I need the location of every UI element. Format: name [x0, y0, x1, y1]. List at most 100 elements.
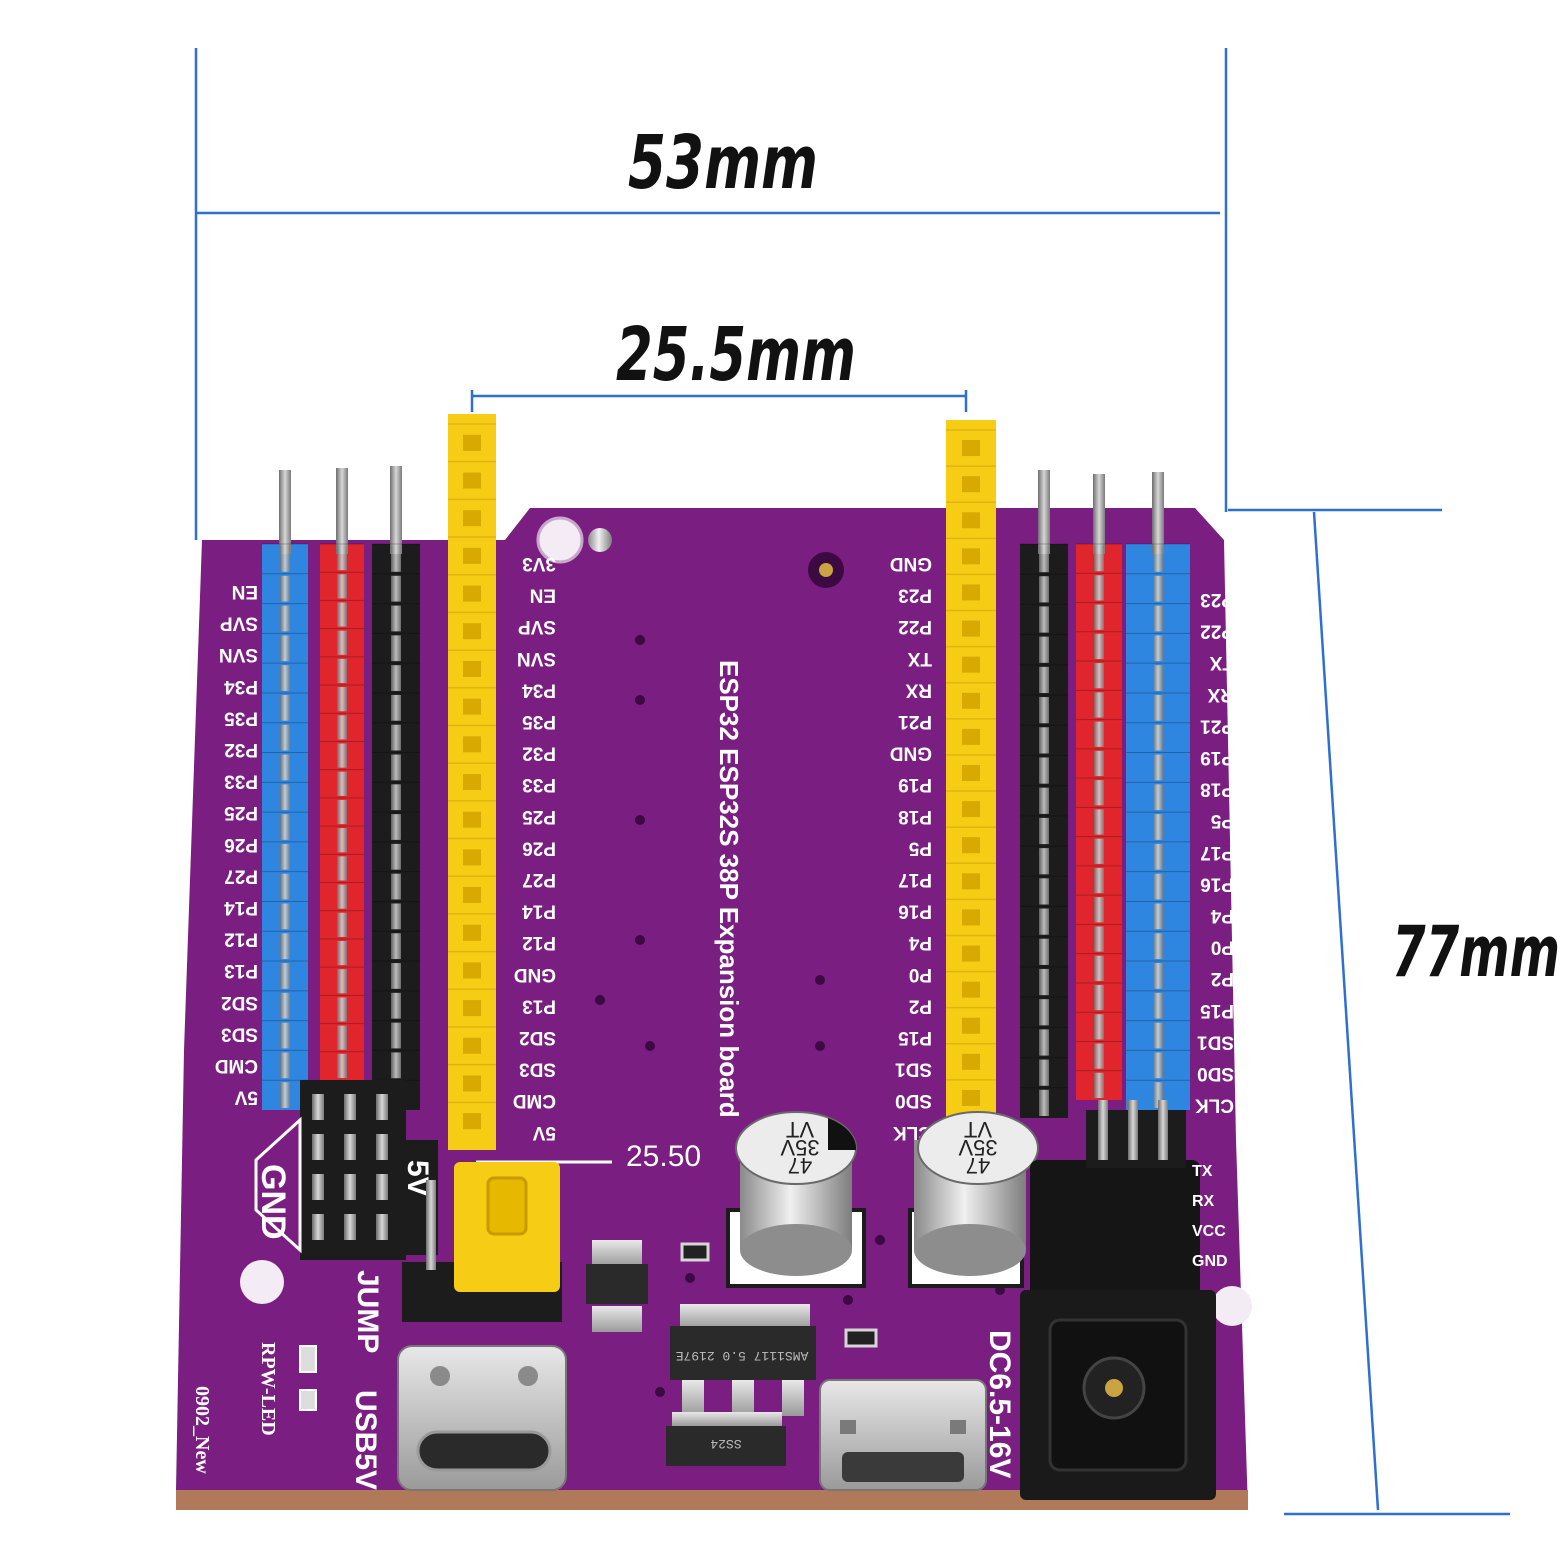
uart-label: GND	[1192, 1253, 1228, 1270]
header-pin	[1039, 697, 1049, 724]
jumper-block: JUMP	[351, 1162, 562, 1353]
pin-label: P34	[522, 679, 556, 700]
header-pin	[1153, 754, 1163, 781]
header-pin	[1094, 838, 1104, 864]
header-pin	[1039, 817, 1049, 845]
socket-hole	[463, 660, 481, 677]
pin-label: CLK	[1195, 1095, 1234, 1116]
header-pin	[1094, 984, 1104, 1011]
pin-label: P22	[1200, 621, 1234, 642]
pin-label: P5	[1210, 810, 1234, 831]
header-pin	[391, 575, 401, 602]
header-pin	[280, 933, 290, 960]
header-pin	[391, 546, 401, 572]
pin-label: P35	[224, 707, 258, 728]
cap-right-series: VT	[964, 1117, 992, 1142]
header-pin	[337, 546, 347, 571]
header-pin	[280, 814, 290, 840]
cap-left-series: VT	[786, 1117, 814, 1142]
header-pin	[1153, 843, 1163, 870]
header-pin	[280, 784, 290, 811]
header-pin	[391, 963, 401, 989]
header-pin	[1153, 1052, 1163, 1079]
header-pin	[1153, 605, 1163, 632]
pin-label: P18	[1200, 779, 1234, 800]
power-pin	[312, 1094, 324, 1120]
socket-hole	[463, 887, 481, 904]
socket-hole	[962, 584, 980, 601]
via	[635, 635, 645, 645]
socket-hole	[962, 765, 980, 781]
left-header-blue	[262, 470, 308, 1110]
pin-label: P21	[898, 711, 932, 732]
socket-hole	[962, 801, 980, 818]
voltage-regulator: AMS1117 5.0 2197E	[670, 1304, 816, 1416]
left-header-black	[372, 466, 420, 1110]
header-pin	[1094, 750, 1104, 777]
socket-hole	[962, 656, 980, 673]
socket-hole	[463, 774, 481, 790]
header-pin	[337, 743, 347, 768]
pin-label: EN	[232, 581, 258, 602]
via	[843, 1295, 853, 1305]
header-pin	[1153, 665, 1163, 691]
header-pin	[1094, 926, 1104, 952]
pin-label: P35	[522, 711, 556, 732]
dc-barrel-jack: DC6.5-16V	[983, 1160, 1216, 1500]
power-pin	[344, 1134, 356, 1160]
pin-label: CMD	[513, 1090, 556, 1111]
header-pin	[1094, 604, 1104, 630]
header-pin	[337, 1025, 347, 1050]
cap-left-voltage: 35V	[780, 1135, 819, 1160]
header-pin	[1039, 666, 1049, 694]
pin-label: P26	[224, 834, 258, 855]
header-pin	[391, 635, 401, 662]
header-pin	[337, 799, 347, 825]
header-pin	[1093, 474, 1105, 554]
pin-label: P25	[522, 806, 556, 827]
header-pin	[1039, 546, 1049, 573]
micro-usb-connector	[819, 1379, 987, 1491]
header-pin	[1094, 897, 1104, 923]
header-pin	[280, 1022, 290, 1049]
pin-label: GND	[890, 553, 932, 574]
right-outer-pin-labels: P23P22TXRXP21P19P18P5P17P16P4P0P2P15SD1S…	[1195, 589, 1234, 1116]
header-pin	[280, 1082, 290, 1108]
pin-label: SD0	[1197, 1063, 1234, 1084]
header-pin	[1153, 933, 1163, 960]
pin-label: 5V	[234, 1087, 258, 1108]
pin-label: P12	[224, 929, 258, 950]
header-pin	[391, 1022, 401, 1049]
header-pin	[391, 754, 401, 781]
uart-pin	[1098, 1100, 1108, 1160]
header-pin	[337, 1053, 347, 1078]
header-pin	[1153, 873, 1163, 900]
header-pin	[337, 574, 347, 599]
header-pin	[280, 546, 290, 572]
power-pin	[344, 1214, 356, 1240]
pin-label: P15	[898, 1027, 932, 1048]
pin-label: 3V3	[522, 553, 556, 574]
header-pin	[1039, 968, 1049, 996]
pin-label: TX	[1209, 652, 1234, 673]
pin-label: P19	[898, 774, 932, 795]
header-pin	[1094, 1072, 1104, 1098]
header-pin	[1153, 724, 1163, 751]
mounting-hole	[240, 1260, 284, 1304]
socket-hole	[962, 440, 980, 457]
height-dimension-label: 77mm	[1392, 911, 1560, 993]
header-pin	[337, 771, 347, 796]
via	[635, 695, 645, 705]
header-pin	[391, 903, 401, 930]
header-pin	[280, 754, 290, 781]
header-pin	[337, 940, 347, 966]
socket-hole	[463, 736, 481, 753]
header-pin	[1094, 809, 1104, 835]
pin-label: P5	[908, 837, 932, 858]
gnd-label: GND	[254, 1164, 292, 1240]
pin-label: P2	[1211, 968, 1234, 989]
header-pin	[1039, 727, 1049, 754]
header-pin	[1094, 546, 1104, 572]
header-pin	[280, 575, 290, 602]
